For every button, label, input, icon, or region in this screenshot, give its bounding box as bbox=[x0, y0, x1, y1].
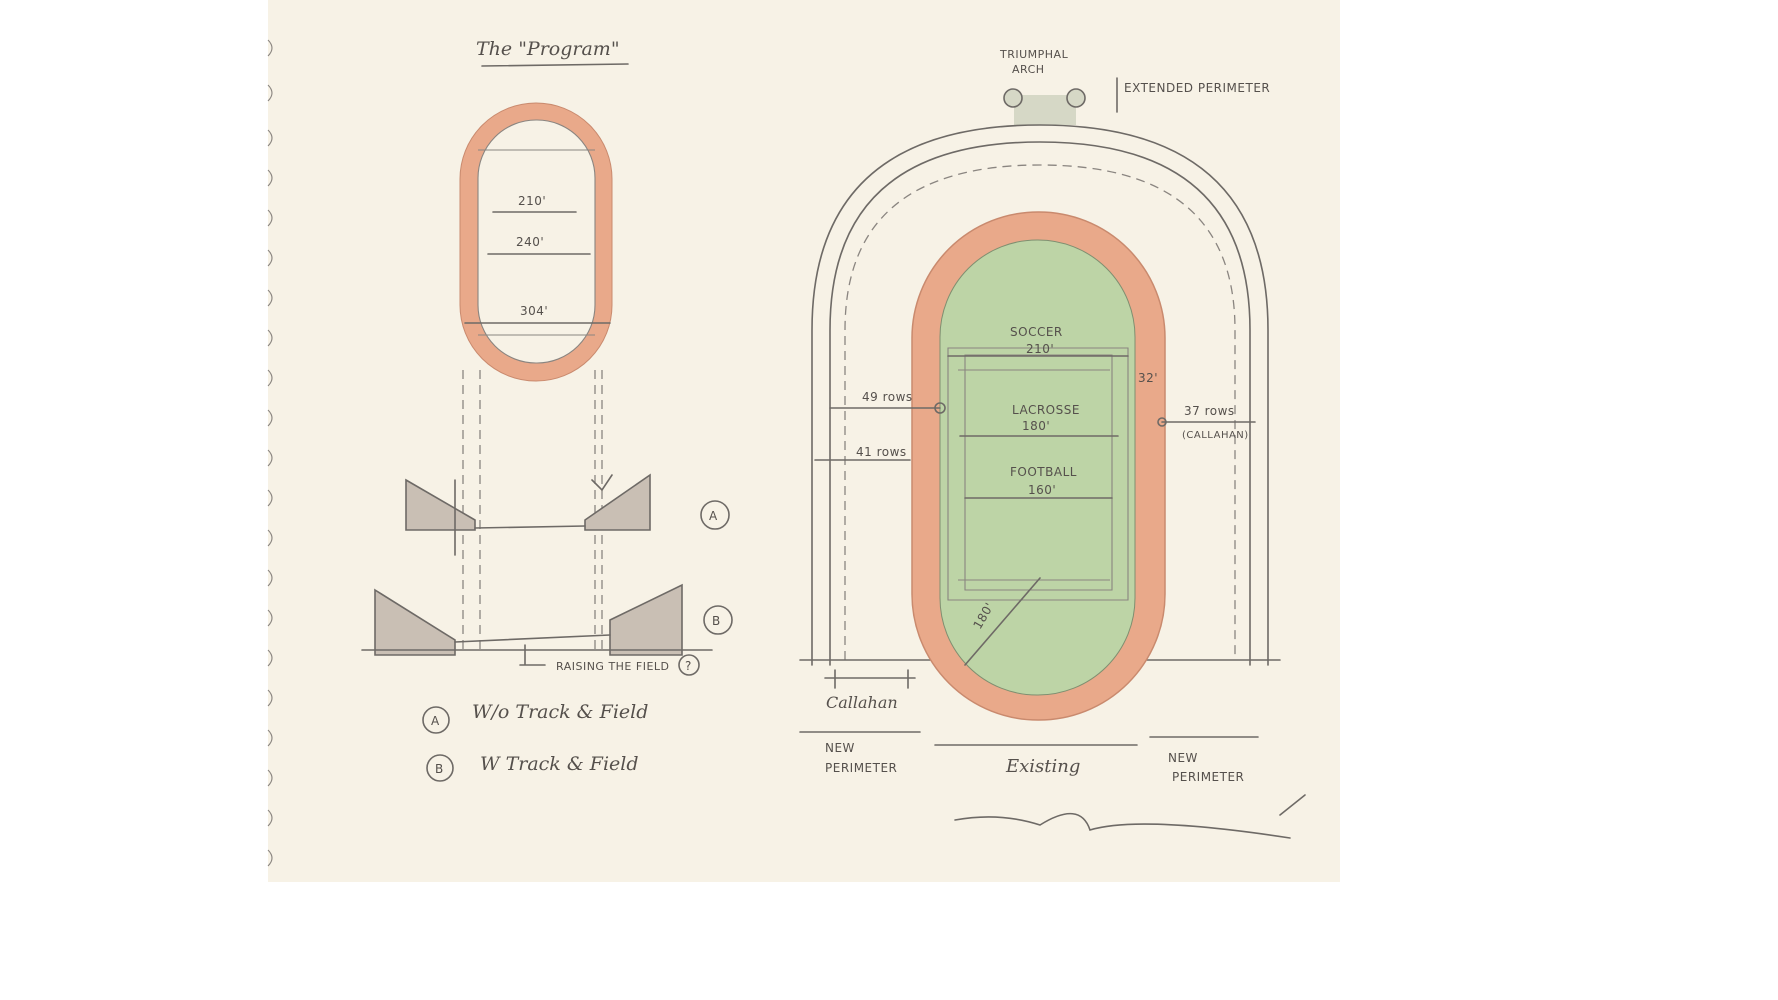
stadium-sketch: TRIUMPHAL ARCH EXTENDED PERIMETER SOCCER… bbox=[799, 48, 1306, 839]
program-title: The "Program" bbox=[476, 38, 620, 60]
small-field bbox=[477, 119, 596, 364]
existing-label: Existing bbox=[1005, 756, 1080, 777]
arch-label: TRIUMPHAL bbox=[999, 48, 1069, 61]
legend-a-text: W/o Track & Field bbox=[472, 701, 648, 723]
new-perimeter-left-2: PERIMETER bbox=[825, 761, 897, 775]
dim-304: 304' bbox=[520, 304, 548, 318]
soccer-dim: 210' bbox=[1026, 342, 1054, 356]
raising-field-note: RAISING THE FIELD bbox=[556, 660, 670, 673]
rows-37: 37 rows bbox=[1184, 404, 1235, 418]
triumphal-arch bbox=[1014, 95, 1076, 125]
section-b-right bbox=[609, 583, 683, 656]
callahan-label: Callahan bbox=[826, 693, 898, 712]
spiral-binding bbox=[267, 39, 273, 867]
program-sketch: The "Program" 210' 240' 304' A B RAISING… bbox=[361, 38, 733, 782]
legend-b-mark: B bbox=[435, 762, 444, 776]
stadium-field bbox=[939, 239, 1136, 696]
section-a-left bbox=[405, 478, 476, 531]
signature bbox=[954, 794, 1306, 839]
dim-210: 210' bbox=[518, 194, 546, 208]
soccer-label: SOCCER bbox=[1010, 325, 1063, 339]
page-margin bbox=[268, 882, 1340, 1000]
legend-b-text: W Track & Field bbox=[480, 753, 639, 775]
rows-49: 49 rows bbox=[862, 390, 913, 404]
dim-32: 32' bbox=[1138, 371, 1158, 385]
extended-perimeter bbox=[811, 124, 1269, 666]
rows-41: 41 rows bbox=[856, 445, 907, 459]
sketch-paper bbox=[268, 0, 1340, 882]
section-a-label: A bbox=[709, 509, 718, 523]
section-b-left bbox=[374, 588, 456, 656]
lacrosse-label: LACROSSE bbox=[1012, 403, 1080, 417]
question-mark: ? bbox=[685, 659, 692, 673]
legend-a-mark: A bbox=[431, 714, 440, 728]
section-b-label: B bbox=[712, 614, 721, 628]
lacrosse-dim: 180' bbox=[1022, 419, 1050, 433]
new-perimeter-right-2: PERIMETER bbox=[1172, 770, 1244, 784]
extended-perimeter-label: EXTENDED PERIMETER bbox=[1124, 81, 1270, 95]
new-perimeter-left: NEW bbox=[825, 741, 855, 755]
callahan-paren: (CALLAHAN) bbox=[1182, 430, 1249, 441]
dim-240: 240' bbox=[516, 235, 544, 249]
football-label: FOOTBALL bbox=[1010, 465, 1077, 479]
arch-label-2: ARCH bbox=[1012, 63, 1045, 76]
football-dim: 160' bbox=[1028, 483, 1056, 497]
new-perimeter-right: NEW bbox=[1168, 751, 1198, 765]
